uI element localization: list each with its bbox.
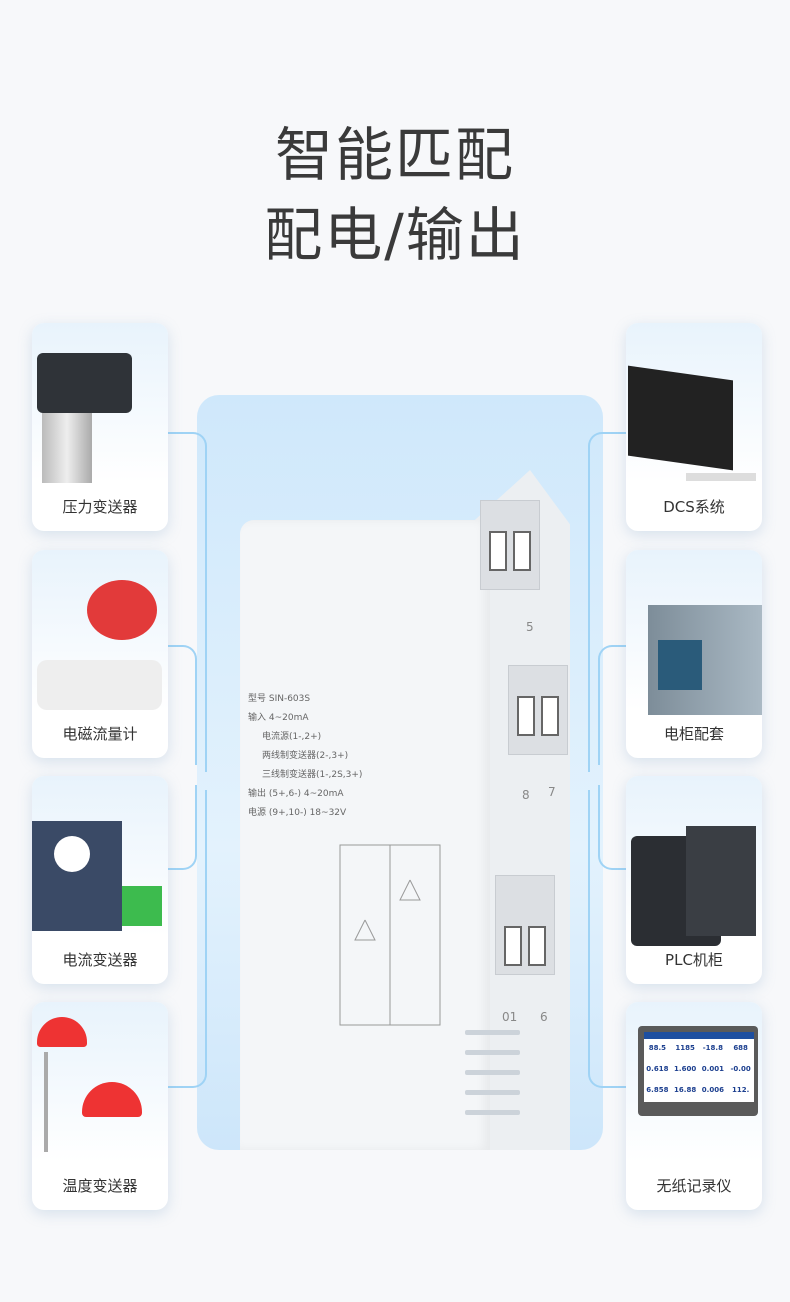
connector-line: [588, 432, 628, 772]
recorder-value: -0.00: [730, 1065, 751, 1073]
card-temperature-transmitter: 温度变送器: [32, 1002, 168, 1210]
card-paperless-recorder: 88.5 1185 -18.8 688 0.618 1.600 0.001 -0.00 6.…: [626, 1002, 762, 1210]
card-label: PLC机柜: [665, 951, 723, 969]
monitor-image: [626, 323, 762, 483]
recorder-screen: 88.5 1185 -18.8 688 0.618 1.600 0.001 -0.00 6.…: [644, 1032, 754, 1102]
card-label: 无纸记录仪: [656, 1177, 732, 1195]
recorder-value: 1.600: [674, 1065, 697, 1073]
terminal-number: 6: [540, 1010, 548, 1024]
connector-line: [167, 432, 207, 772]
terminal-block-top: [480, 500, 540, 590]
card-cabinet: 电柜配套: [626, 550, 762, 758]
card-label: 温度变送器: [62, 1177, 138, 1195]
recorder-value: 1185: [675, 1044, 695, 1052]
recorder-value: 6.858: [646, 1086, 669, 1094]
vent-slot: [465, 1110, 520, 1115]
connector-line: [588, 790, 628, 1088]
spec-line: 输入 4~20mA: [248, 713, 309, 723]
terminal-block-bottom: [495, 875, 555, 975]
connector-line: [598, 645, 628, 765]
terminal-number: 7: [548, 785, 556, 799]
flowmeter-image: [32, 550, 168, 710]
vent-slot: [465, 1090, 520, 1095]
card-label: 电磁流量计: [62, 725, 138, 743]
card-label: 电柜配套: [663, 725, 724, 743]
connector-line: [598, 785, 628, 870]
current-transmitter-image: [32, 776, 168, 936]
card-label: 电流变送器: [62, 951, 138, 969]
card-electromagnetic-flowmeter: 电磁流量计: [32, 550, 168, 758]
spec-line: 电源 (9+,10-) 18~32V: [248, 808, 347, 818]
card-pressure-transmitter: 压力变送器: [32, 323, 168, 531]
card-label: DCS系统: [663, 498, 725, 516]
plc-module-image: [626, 550, 762, 715]
spec-line: 输出 (5+,6-) 4~20mA: [248, 789, 344, 799]
spec-line: 型号 SIN-603S: [248, 694, 311, 704]
connector-line: [167, 645, 197, 765]
recorder-value: -18.8: [702, 1044, 723, 1052]
recorder-value: 688: [733, 1044, 748, 1052]
plc-drive-image: [626, 776, 762, 946]
recorder-value: 0.618: [646, 1065, 669, 1073]
vent-slot: [465, 1030, 520, 1035]
spec-line: 两线制变送器(2-,3+): [262, 751, 349, 761]
recorder-value: 0.001: [701, 1065, 724, 1073]
vent-slot: [465, 1050, 520, 1055]
terminal-number: 5: [526, 620, 534, 634]
device-front: 型号 SIN-603S 输入 4~20mA 电流源(1-,2+) 两线制变送器(…: [240, 520, 490, 1150]
recorder-value: 88.5: [648, 1044, 667, 1052]
card-label: 压力变送器: [62, 498, 138, 516]
signal-isolator-device: 型号 SIN-603S 输入 4~20mA 电流源(1-,2+) 两线制变送器(…: [240, 470, 580, 1150]
recorder-image: 88.5 1185 -18.8 688 0.618 1.600 0.001 -0.00 6.…: [626, 1002, 762, 1162]
recorder-value: 112.: [731, 1086, 750, 1094]
card-current-transmitter: 电流变送器: [32, 776, 168, 984]
pressure-transmitter-image: [32, 323, 168, 483]
recorder-device: 88.5 1185 -18.8 688 0.618 1.600 0.001 -0.00 6.…: [638, 1026, 758, 1116]
wiring-diagram: [339, 844, 441, 1026]
terminal-block-middle: [508, 665, 568, 755]
headline-line2: 配电/输出: [264, 201, 526, 269]
spec-line: 电流源(1-,2+): [262, 732, 322, 742]
recorder-value: 16.88: [674, 1086, 697, 1094]
recorder-value: 0.006: [701, 1086, 724, 1094]
terminal-number: 8: [522, 788, 530, 802]
spec-line: 三线制变送器(1-,2S,3+): [262, 770, 363, 780]
temperature-transmitter-image: [32, 1002, 168, 1162]
card-dcs-system: DCS系统: [626, 323, 762, 531]
headline-line1: 智能匹配: [274, 121, 515, 189]
card-plc-cabinet: PLC机柜: [626, 776, 762, 984]
terminal-number: 01: [502, 1010, 518, 1024]
vent-slot: [465, 1070, 520, 1075]
device-spec-label: 型号 SIN-603S 输入 4~20mA 电流源(1-,2+) 两线制变送器(…: [248, 690, 362, 823]
connector-line: [167, 790, 207, 1088]
connector-line: [167, 785, 197, 870]
